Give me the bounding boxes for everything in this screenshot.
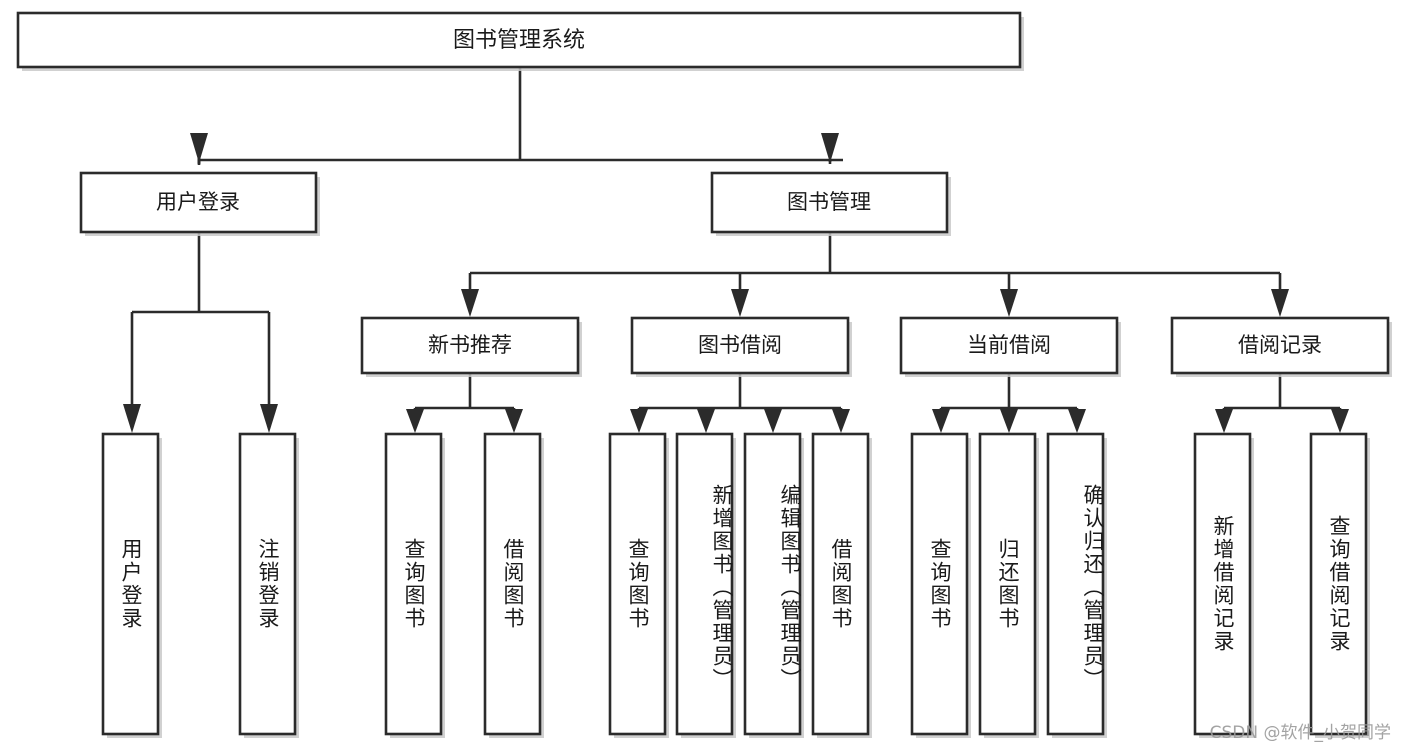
leaf-node-current-borrow-2[interactable] [978, 432, 1039, 738]
arrow-to-book-borrow [731, 273, 749, 317]
node-book-management[interactable]: 图书管理 [710, 171, 951, 236]
node-user-login[interactable]: 用户登录 [79, 171, 320, 236]
arrow-userlogin-to-leaf-2 [260, 312, 278, 433]
node-book-borrow[interactable]: 图书借阅 [630, 316, 852, 377]
arrow-bookborrow-leaf-3 [764, 408, 782, 433]
node-layer: 图书管理系统 用户登录 图书管理 新书推荐 [16, 11, 1392, 738]
leaf-node-new-book-1[interactable] [384, 432, 445, 738]
node-root[interactable]: 图书管理系统 [16, 11, 1024, 71]
leaf-node-book-borrow-1[interactable] [608, 432, 669, 738]
leaf-node-current-borrow-3[interactable] [1046, 432, 1107, 738]
leaf-node-user-login-1[interactable] [101, 432, 162, 738]
node-current-borrow[interactable]: 当前借阅 [899, 316, 1121, 377]
node-new-book-recommend-label: 新书推荐 [428, 333, 512, 357]
arrow-borrowrecord-leaf-2 [1331, 408, 1349, 433]
leaf-node-current-borrow-1[interactable] [910, 432, 971, 738]
arrow-root-to-book-management [821, 133, 839, 163]
arrow-borrowrecord-leaf-1 [1215, 408, 1233, 433]
node-current-borrow-label: 当前借阅 [967, 333, 1051, 357]
arrow-newbook-leaf-1 [406, 408, 424, 433]
node-root-label: 图书管理系统 [453, 28, 585, 53]
arrow-to-new-book-recommend [461, 273, 479, 317]
arrow-to-current-borrow [1000, 273, 1018, 317]
watermark-text: CSDN @软件_小贺同学 [1209, 723, 1391, 743]
arrow-bookborrow-leaf-4 [832, 408, 850, 433]
arrow-currentborrow-leaf-2 [1000, 408, 1018, 433]
arrow-bookborrow-leaf-1 [630, 408, 648, 433]
connector-layer [123, 68, 1349, 433]
node-book-borrow-label: 图书借阅 [698, 333, 782, 357]
node-new-book-recommend[interactable]: 新书推荐 [360, 316, 582, 377]
node-borrow-record[interactable]: 借阅记录 [1170, 316, 1392, 377]
arrow-newbook-leaf-2 [505, 408, 523, 433]
leaf-node-borrow-record-2[interactable] [1309, 432, 1370, 738]
leaf-node-borrow-record-1[interactable] [1193, 432, 1254, 738]
node-book-management-label: 图书管理 [787, 190, 871, 214]
leaf-node-book-borrow-2[interactable] [675, 432, 736, 738]
leaf-node-book-borrow-4[interactable] [811, 432, 872, 738]
arrow-currentborrow-leaf-1 [932, 408, 950, 433]
arrow-root-to-user-login [190, 133, 208, 163]
leaf-node-book-borrow-3[interactable] [743, 432, 804, 738]
node-borrow-record-label: 借阅记录 [1238, 333, 1322, 357]
arrow-userlogin-to-leaf-1 [123, 312, 141, 433]
node-user-login-label: 用户登录 [156, 190, 240, 214]
arrow-bookborrow-leaf-2 [697, 408, 715, 433]
leaf-node-new-book-2[interactable] [483, 432, 544, 738]
arrow-to-borrow-record [1271, 273, 1289, 317]
leaf-node-user-login-2[interactable] [238, 432, 299, 738]
arrow-currentborrow-leaf-3 [1068, 408, 1086, 433]
